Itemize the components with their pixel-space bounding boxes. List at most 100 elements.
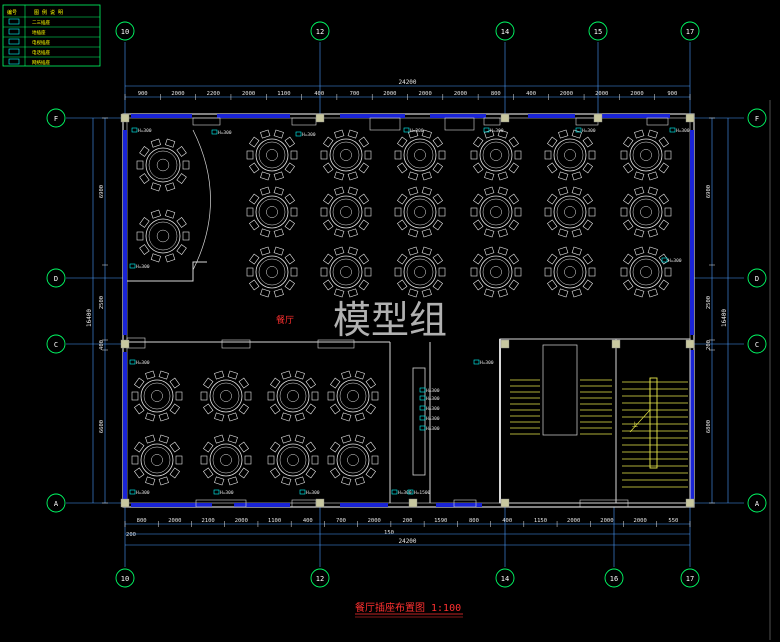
socket-marker: H=300	[669, 127, 690, 134]
floor-socket-icon	[8, 28, 20, 35]
socket-marker: H=300	[419, 405, 440, 412]
dim-label: 700	[350, 91, 360, 97]
dim-total: 24200	[398, 79, 416, 86]
dim-label: 6600	[99, 420, 105, 433]
svg-text:H=300: H=300	[426, 426, 440, 432]
svg-text:H=300: H=300	[220, 490, 234, 496]
dim-label: 2500	[99, 296, 105, 309]
svg-text:C: C	[755, 341, 759, 349]
grid-bubble-bottom-10: 10	[115, 568, 135, 588]
socket-marker: H=300	[419, 425, 440, 432]
svg-text:17: 17	[686, 28, 694, 36]
dim-label: 1100	[268, 518, 281, 524]
legend-row-label: 地插座	[32, 29, 46, 36]
staircase	[510, 344, 688, 488]
round-dining-table	[470, 186, 522, 238]
dim-label: 2000	[168, 518, 181, 524]
svg-text:10: 10	[121, 575, 129, 583]
grid-bubble-left-F: F	[46, 108, 66, 128]
dim-label: 550	[668, 518, 678, 524]
dim-label: 1150	[534, 518, 547, 524]
dim-label: 2000	[634, 518, 647, 524]
socket-marker: H=300	[403, 127, 424, 134]
drawing-title: 餐厅插座布置图 1:100	[355, 601, 461, 614]
svg-text:H=300: H=300	[426, 396, 440, 402]
grid-bubble-left-D: D	[46, 268, 66, 288]
grid-bubble-left-A: A	[46, 493, 66, 513]
grid-bubble-bottom-16: 16	[604, 568, 624, 588]
round-dining-table	[267, 370, 319, 422]
socket-marker: H=300	[131, 127, 152, 134]
dim-label: 6900	[99, 185, 105, 198]
socket-marker: H=300	[661, 257, 682, 264]
round-dining-table	[131, 370, 183, 422]
svg-text:14: 14	[501, 575, 509, 583]
svg-text:14: 14	[501, 28, 509, 36]
dim-label: 6900	[706, 185, 712, 198]
dim-label: 2500	[706, 296, 712, 309]
round-dining-table	[267, 434, 319, 486]
grid-bubble-top-17: 17	[680, 21, 700, 41]
svg-text:D: D	[755, 275, 759, 283]
round-dining-table	[544, 246, 596, 298]
grid-bubble-right-C: C	[747, 334, 767, 354]
socket-marker: H=300	[419, 395, 440, 402]
round-dining-table	[246, 129, 298, 181]
dim-label: 1590	[434, 518, 447, 524]
round-dining-table	[320, 186, 372, 238]
dim-label: 2000	[383, 91, 396, 97]
dim-label: 2000	[600, 518, 613, 524]
legend-row-label: 电话插座	[32, 49, 50, 56]
socket-marker: H=300	[473, 359, 494, 366]
grid-bubble-right-F: F	[747, 108, 767, 128]
dim-label: 700	[336, 518, 346, 524]
svg-text:H=300: H=300	[480, 360, 494, 366]
svg-text:H=300: H=300	[136, 264, 150, 270]
round-dining-table	[327, 370, 379, 422]
dim-label: 2000	[560, 91, 573, 97]
svg-text:10: 10	[121, 28, 129, 36]
dim-total: 24200	[398, 538, 416, 545]
round-dining-table	[620, 186, 672, 238]
svg-text:H=300: H=300	[302, 132, 316, 138]
svg-text:H=300: H=300	[668, 258, 682, 264]
socket-marker: H=300	[575, 127, 596, 134]
socket-marker: H=300	[419, 415, 440, 422]
svg-text:C: C	[54, 341, 58, 349]
svg-text:H=300: H=300	[398, 490, 412, 496]
round-dining-table	[136, 138, 190, 192]
dim-label: 2000	[368, 518, 381, 524]
svg-text:F: F	[755, 115, 759, 123]
legend-row-label: 电视插座	[32, 39, 50, 46]
round-dining-table	[131, 434, 183, 486]
round-dining-table	[394, 129, 446, 181]
svg-text:H=1500: H=1500	[414, 490, 431, 496]
grid-bubble-right-D: D	[747, 268, 767, 288]
dining-tables	[131, 129, 672, 486]
stair-label: 上	[632, 421, 638, 429]
dim-label: 800	[491, 91, 501, 97]
round-dining-table	[544, 186, 596, 238]
dim-label: 2200	[207, 91, 220, 97]
grid-bubble-top-14: 14	[495, 21, 515, 41]
grid-bubble-left-C: C	[46, 334, 66, 354]
interior-partitions	[126, 129, 691, 504]
single-socket-icon	[8, 18, 20, 25]
socket-marker: H=300	[129, 489, 150, 496]
socket-marker: H=300	[213, 489, 234, 496]
dim-label: 400	[303, 518, 313, 524]
svg-text:H=300: H=300	[490, 128, 504, 134]
structural-columns	[120, 113, 695, 508]
svg-text:H=300: H=300	[426, 406, 440, 412]
window-bands	[123, 114, 694, 508]
round-dining-table	[470, 129, 522, 181]
svg-text:H=300: H=300	[138, 128, 152, 134]
round-dining-table	[394, 246, 446, 298]
grid-bubble-top-12: 12	[310, 21, 330, 41]
legend-row-label: 网络插座	[32, 59, 50, 66]
dim-label: 150	[384, 530, 394, 536]
round-dining-table	[394, 186, 446, 238]
grid-bubble-right-A: A	[747, 493, 767, 513]
